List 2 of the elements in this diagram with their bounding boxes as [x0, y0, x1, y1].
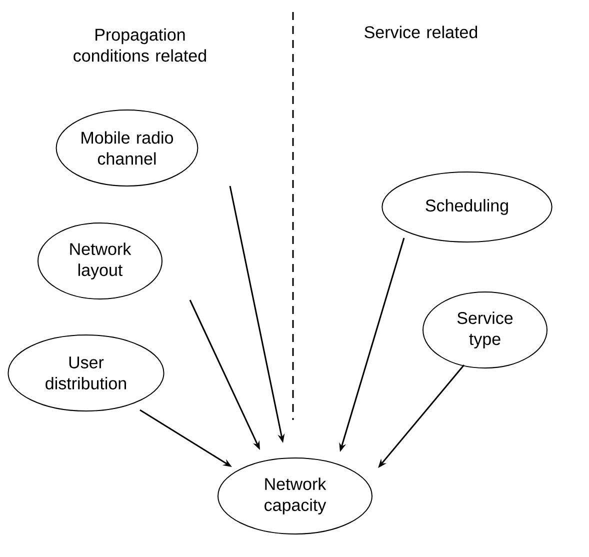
section-heading: Propagation conditions related	[74, 28, 206, 62]
section-heading: Service related	[364, 26, 478, 38]
